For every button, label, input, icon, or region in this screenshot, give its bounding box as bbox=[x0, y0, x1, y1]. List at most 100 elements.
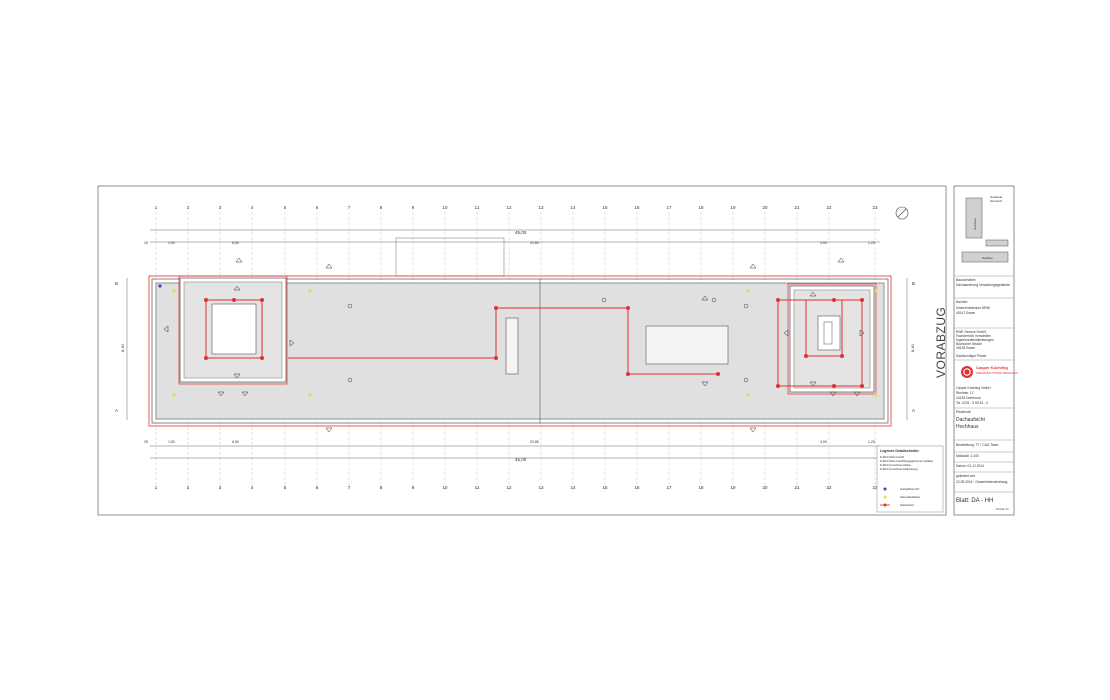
location-map-tower bbox=[965, 197, 983, 239]
company-address-3: 44135 Dortmund bbox=[956, 396, 981, 400]
axis-label-1: 1 bbox=[155, 485, 158, 490]
date-text: Datum: 01.12.2014 bbox=[956, 464, 985, 468]
dim-left-a: 1,50 bbox=[168, 241, 175, 245]
axis-label-5: 5 bbox=[284, 485, 287, 490]
axis-label-7: 7 bbox=[348, 205, 351, 210]
axis-label-7: 7 bbox=[348, 485, 351, 490]
legend-detail-1: D-MLD (Dämmstoff) bbox=[880, 455, 904, 459]
company-logo-icon bbox=[961, 366, 973, 378]
right-red-outline bbox=[787, 283, 877, 395]
detail-markers bbox=[163, 257, 865, 433]
axis-label-13: 13 bbox=[538, 485, 544, 490]
axis-label-9: 9 bbox=[412, 205, 415, 210]
dim-right-vertical: 8,40 bbox=[910, 343, 915, 352]
axis-label-23: 23 bbox=[872, 205, 878, 210]
architect-line-4: Bochumer Straße bbox=[956, 342, 982, 346]
axis-label-6: 6 bbox=[316, 485, 319, 490]
architect-line-3: Ingenieurdienstleistungen bbox=[956, 338, 994, 342]
project-name: Dachsanierung Verwaltungsgebäude bbox=[956, 283, 1010, 287]
north-arrow bbox=[895, 206, 909, 220]
architect-line-5: 45128 Essen bbox=[956, 346, 976, 350]
dim-right-a: 4,90 bbox=[820, 241, 827, 245]
dim-small-b: 25 bbox=[144, 440, 148, 444]
dim-left-b: 6,50 bbox=[232, 241, 239, 245]
left-inner-shaft bbox=[211, 303, 257, 355]
axis-label-3: 3 bbox=[219, 205, 222, 210]
dim-bottom-right-b: 1,25 bbox=[868, 440, 875, 444]
axis-label-16: 16 bbox=[634, 485, 640, 490]
left-red-outline bbox=[178, 275, 288, 385]
legend-swatch-secondary bbox=[883, 495, 887, 499]
outfall-points bbox=[204, 298, 864, 388]
format-text: Format: A1 bbox=[996, 508, 1009, 511]
axis-label-18: 18 bbox=[698, 485, 704, 490]
dim-bottom-right-a: 4,90 bbox=[820, 440, 827, 444]
legend-label-secondary: Sekundärabfluss bbox=[900, 495, 921, 499]
dim-bottom-left-b: 6,50 bbox=[232, 440, 239, 444]
title-block-dividers bbox=[954, 275, 1014, 493]
company-name: Casper Küchling bbox=[976, 365, 1008, 370]
location-block-2: Flachbau bbox=[982, 256, 993, 260]
axis-label-17: 17 bbox=[666, 485, 672, 490]
axis-label-19: 19 bbox=[730, 485, 736, 490]
phase-text: Bearbeitung: TT / CAD-Team bbox=[956, 443, 999, 447]
axis-label-20: 20 bbox=[762, 485, 768, 490]
axis-label-9: 9 bbox=[412, 485, 415, 490]
dim-bottom-left-a: 1,50 bbox=[168, 440, 175, 444]
axis-label-17: 17 bbox=[666, 205, 672, 210]
right-inner-shaft bbox=[817, 315, 841, 351]
legend-swatch-gully bbox=[883, 487, 887, 491]
dim-top-total: 45,00 bbox=[515, 230, 527, 235]
axis-label-14: 14 bbox=[570, 485, 576, 490]
row-label-b-right: B bbox=[912, 281, 915, 286]
axis-label-14: 14 bbox=[570, 205, 576, 210]
scale-text: Maßstab: 1:100 bbox=[956, 454, 979, 458]
axis-label-12: 12 bbox=[506, 205, 512, 210]
axis-label-22: 22 bbox=[826, 205, 832, 210]
content-line-1: Dachaufsicht bbox=[956, 417, 985, 423]
right-center-block bbox=[645, 325, 729, 365]
building-outline bbox=[151, 278, 889, 424]
axis-label-15: 15 bbox=[602, 205, 608, 210]
axis-label-16: 16 bbox=[634, 205, 640, 210]
axis-label-15: 15 bbox=[602, 485, 608, 490]
project-label: Bauvorhaben bbox=[956, 278, 976, 282]
content-label: Planinhalt bbox=[956, 410, 971, 414]
dimension-lines bbox=[126, 229, 908, 459]
axis-label-6: 6 bbox=[316, 205, 319, 210]
legend-detail-2: D-MLD (Dämmstoff/Ausgeglichenes Gefälle) bbox=[880, 459, 933, 463]
row-label-a-right: A bbox=[912, 408, 915, 413]
axis-label-2: 2 bbox=[187, 485, 190, 490]
axis-label-20: 20 bbox=[762, 205, 768, 210]
axis-label-1: 1 bbox=[155, 205, 158, 210]
axis-label-23: 23 bbox=[872, 485, 878, 490]
axis-label-19: 19 bbox=[730, 205, 736, 210]
attica-red-outline bbox=[148, 275, 892, 427]
center-skylight bbox=[505, 317, 519, 375]
axis-label-12: 12 bbox=[506, 485, 512, 490]
architect-line-1: RWE Service GmbH bbox=[956, 330, 986, 334]
draft-stamp: VORABZUG bbox=[934, 306, 948, 378]
client-line-2: 45147 Essen bbox=[956, 311, 976, 315]
content-line-2: Hochhaus bbox=[956, 424, 979, 430]
company-address-2: Rheinstr. 12 bbox=[956, 391, 974, 395]
location-label-2: übersicht bbox=[990, 199, 1002, 203]
axis-label-3: 3 bbox=[219, 485, 222, 490]
dim-bottom-total: 45,00 bbox=[515, 457, 527, 462]
legend-title: Legende Detailschnitte: bbox=[880, 449, 919, 453]
axis-label-21: 21 bbox=[794, 205, 800, 210]
legend-label-gully: Gullyabfluss DN bbox=[900, 487, 919, 491]
dim-bottom-mid: 20,85 bbox=[530, 440, 539, 444]
axis-label-2: 2 bbox=[187, 205, 190, 210]
location-map-link bbox=[985, 239, 1009, 247]
axis-label-11: 11 bbox=[475, 485, 480, 490]
row-label-a-left: A bbox=[115, 408, 118, 413]
axis-label-10: 10 bbox=[442, 485, 448, 490]
client-label: Bauherr bbox=[956, 300, 968, 304]
axis-label-18: 18 bbox=[698, 205, 704, 210]
company-address-4: Tel. 0231 - 9 59 81 - 0 bbox=[956, 401, 989, 405]
secondary-drains bbox=[172, 289, 878, 397]
location-label-1: Gebäude bbox=[990, 195, 1003, 199]
